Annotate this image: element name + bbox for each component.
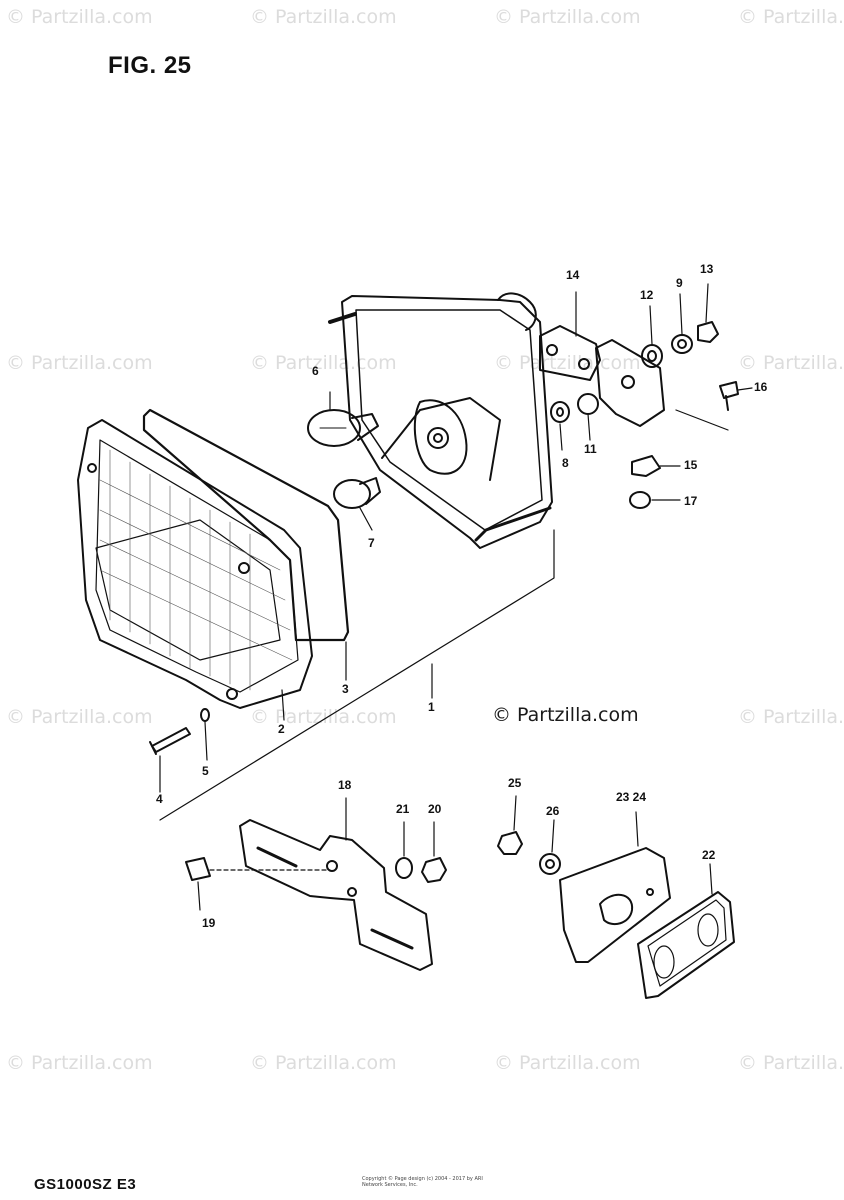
screw-4 (149, 727, 191, 755)
washer-9-hole (677, 339, 687, 349)
partzilla-credit: © Partzilla.com (492, 704, 639, 726)
grommet-15 (631, 455, 661, 477)
bolt-19 (185, 857, 331, 911)
assembly-outline (159, 409, 729, 821)
reflector-23-24 (559, 811, 671, 963)
watermark: © Partzilla.com (738, 706, 844, 728)
nut-13 (697, 321, 719, 343)
callout-22: 22 (702, 848, 716, 862)
bolt-16 (719, 381, 739, 411)
callout-15: 15 (684, 458, 698, 472)
watermark: © Partzilla.com (494, 6, 641, 28)
plate-bracket-18 (239, 797, 433, 971)
callout-14: 14 (566, 268, 580, 282)
washer-9 (671, 334, 693, 354)
watermark: © Partzilla.com (250, 706, 397, 728)
nut-20 (421, 857, 447, 883)
callout-18: 18 (338, 778, 352, 792)
callout-1: 1 (428, 700, 435, 714)
grommet-17 (629, 491, 651, 509)
callout-13: 13 (700, 262, 714, 276)
callout-3: 3 (342, 682, 349, 696)
model-code: GS1000SZ E3 (34, 1176, 137, 1193)
callout-7: 7 (368, 536, 375, 550)
washer-26-hole (545, 859, 555, 869)
watermark: © Partzilla.com (494, 352, 641, 374)
callout-23-24: 23 24 (616, 790, 647, 804)
callout-4: 4 (156, 792, 163, 806)
callout-19: 19 (202, 916, 216, 930)
washer-12-hole (647, 350, 657, 362)
washer-26 (539, 853, 561, 875)
watermark: © Partzilla.com (6, 1052, 153, 1074)
reflector-lens-22 (637, 863, 735, 999)
washer-5 (200, 708, 210, 722)
washer-12 (641, 344, 663, 368)
callout-2: 2 (278, 722, 285, 736)
washer-21 (395, 857, 413, 879)
watermark: © Partzilla.com (6, 352, 153, 374)
nut-25 (497, 831, 523, 855)
callout-21: 21 (396, 802, 410, 816)
watermark: © Partzilla.com (250, 352, 397, 374)
watermark: © Partzilla.com (494, 1052, 641, 1074)
callout-16: 16 (754, 380, 768, 394)
callout-26: 26 (546, 804, 560, 818)
washer-8-hole (556, 407, 564, 417)
callout-8: 8 (562, 456, 569, 470)
watermark: © Partzilla.com (6, 706, 153, 728)
bulb-7 (333, 477, 381, 509)
washer-11 (577, 393, 599, 415)
bulb-6 (307, 409, 379, 447)
callout-5: 5 (202, 764, 209, 778)
taillight-housing (328, 292, 553, 549)
callout-12: 12 (640, 288, 654, 302)
mount-plate (595, 339, 665, 427)
bracket-14 (539, 325, 601, 381)
callout-9: 9 (676, 276, 683, 290)
figure-title: FIG. 25 (108, 52, 192, 79)
callout-25: 25 (508, 776, 522, 790)
watermark: © Partzilla.com (250, 1052, 397, 1074)
taillight-lens (77, 419, 313, 709)
callout-17: 17 (684, 494, 698, 508)
callout-6: 6 (312, 364, 319, 378)
callout-20: 20 (428, 802, 442, 816)
watermark: © Partzilla.com (6, 6, 153, 28)
footer-fine-print: Copyright © Page design (c) 2004 - 2017 … (362, 1176, 483, 1188)
washer-8 (550, 401, 570, 423)
watermark: © Partzilla.com (738, 352, 844, 374)
watermark: © Partzilla.com (738, 6, 844, 28)
watermark: © Partzilla.com (250, 6, 397, 28)
watermark: © Partzilla.com (738, 1052, 844, 1074)
lens-gasket (142, 408, 350, 642)
callout-11: 11 (584, 442, 597, 456)
